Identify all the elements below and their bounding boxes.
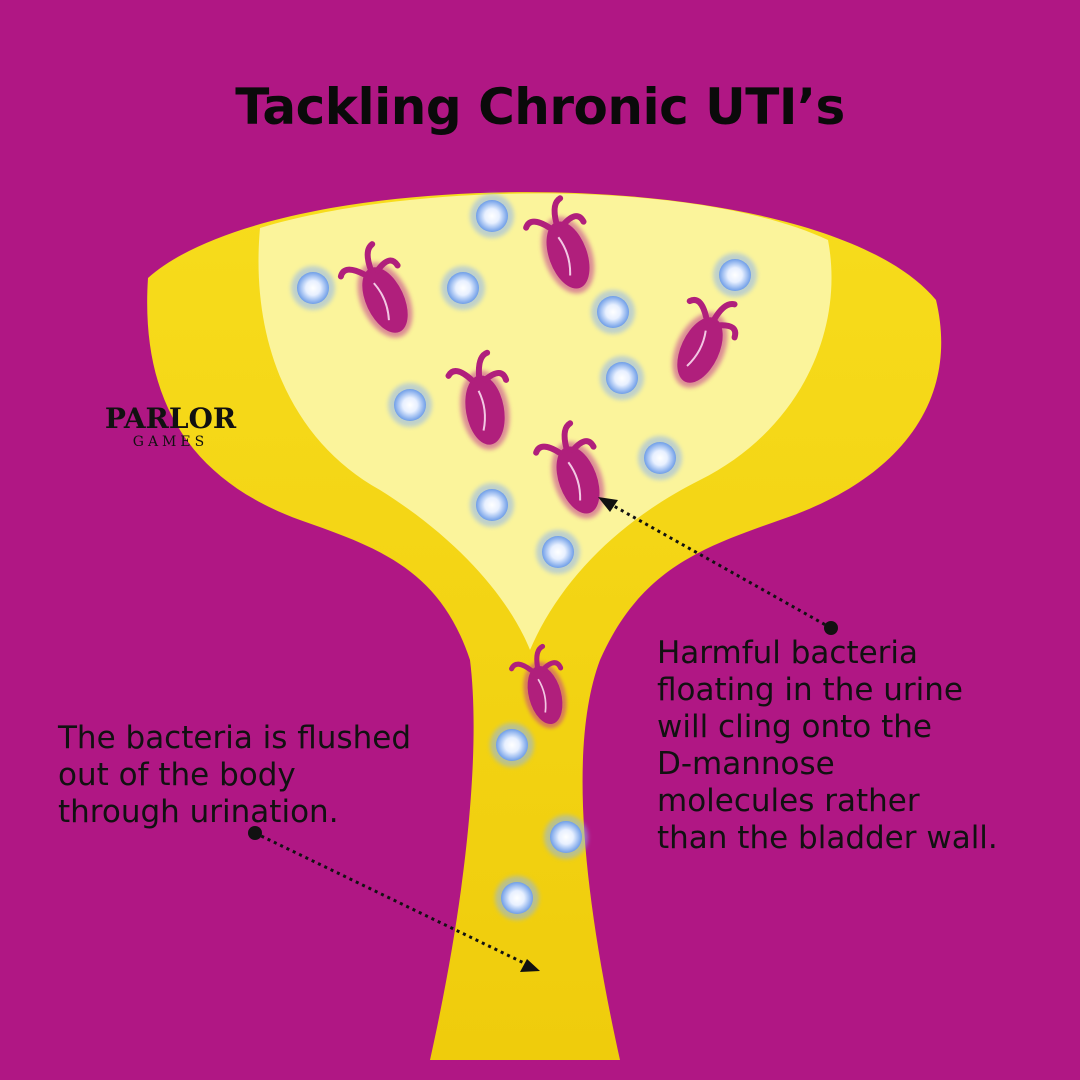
mannose-molecule — [291, 266, 335, 310]
mannose-molecule — [544, 815, 588, 859]
mannose-molecule — [536, 530, 580, 574]
mannose-molecule — [490, 723, 534, 767]
mannose-molecule — [470, 194, 514, 238]
mannose-molecule — [638, 436, 682, 480]
annotation-arrow-left — [248, 826, 540, 972]
mannose-molecule — [388, 383, 432, 427]
mannose-molecule — [591, 290, 635, 334]
logo-subtitle: GAMES — [132, 434, 209, 450]
logo-name: PARLOR — [104, 402, 237, 435]
caption-harmful-bacteria: Harmful bacteria floating in the urine w… — [657, 635, 998, 856]
parlor-games-logo: PARLOR GAMES — [103, 402, 238, 451]
caption-flushed: The bacteria is flushed out of the body … — [58, 720, 412, 830]
mannose-molecule — [495, 876, 539, 920]
mannose-molecule — [470, 483, 514, 527]
mannose-molecule — [441, 266, 485, 310]
mannose-molecule — [600, 356, 644, 400]
annotation-arrow-right — [598, 497, 838, 635]
page-title: Tackling Chronic UTI’s — [235, 78, 845, 136]
mannose-molecule — [713, 253, 757, 297]
